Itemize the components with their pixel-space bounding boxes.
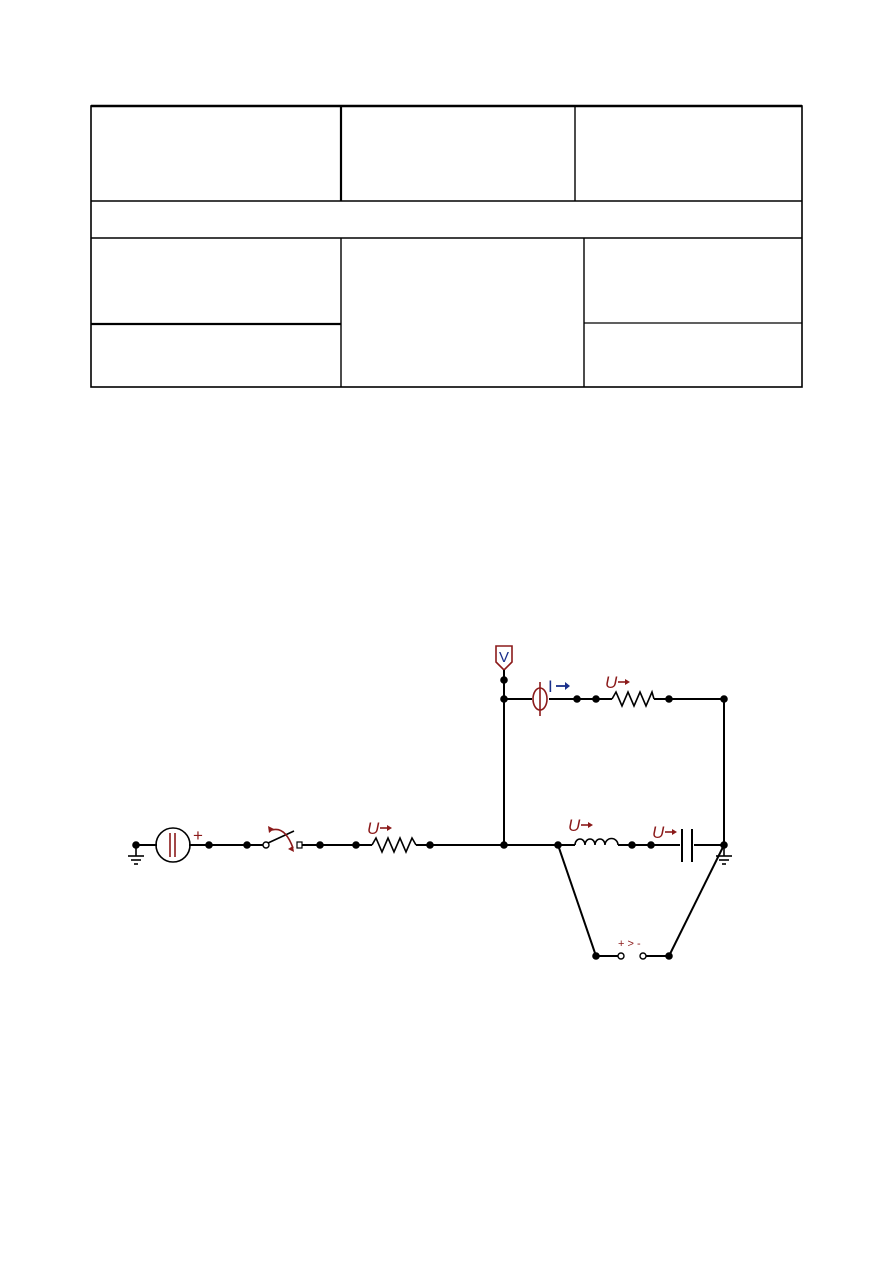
inductor-icon: U bbox=[568, 816, 619, 846]
voltmeter-icon: V bbox=[495, 645, 513, 680]
resistor-icon: U bbox=[605, 673, 655, 709]
comparator-label: + > - bbox=[618, 938, 641, 950]
ammeter-icon: I bbox=[532, 677, 570, 716]
ammeter-current-label: I bbox=[548, 677, 553, 696]
resistor1-voltage-label: U bbox=[367, 819, 380, 838]
lower-branch-wire bbox=[557, 844, 725, 957]
circuit-schematic: + U V I U U bbox=[128, 645, 732, 960]
ground-icon bbox=[128, 845, 144, 865]
voltmeter-label: V bbox=[499, 649, 509, 666]
source-plus-label: + bbox=[193, 826, 203, 845]
empty-form-table bbox=[90, 104, 803, 388]
comparator-switch-icon: + > - bbox=[617, 938, 647, 960]
resistor2-voltage-label: U bbox=[605, 673, 618, 692]
switch-icon[interactable] bbox=[262, 826, 303, 852]
dc-source-icon: + bbox=[155, 826, 203, 863]
capacitor-voltage-label: U bbox=[652, 823, 665, 842]
resistor-icon: U bbox=[367, 819, 417, 855]
capacitor-icon: U bbox=[652, 823, 693, 862]
junction-nodes bbox=[132, 676, 728, 960]
inductor-voltage-label: U bbox=[568, 816, 581, 835]
table-border bbox=[90, 105, 803, 388]
